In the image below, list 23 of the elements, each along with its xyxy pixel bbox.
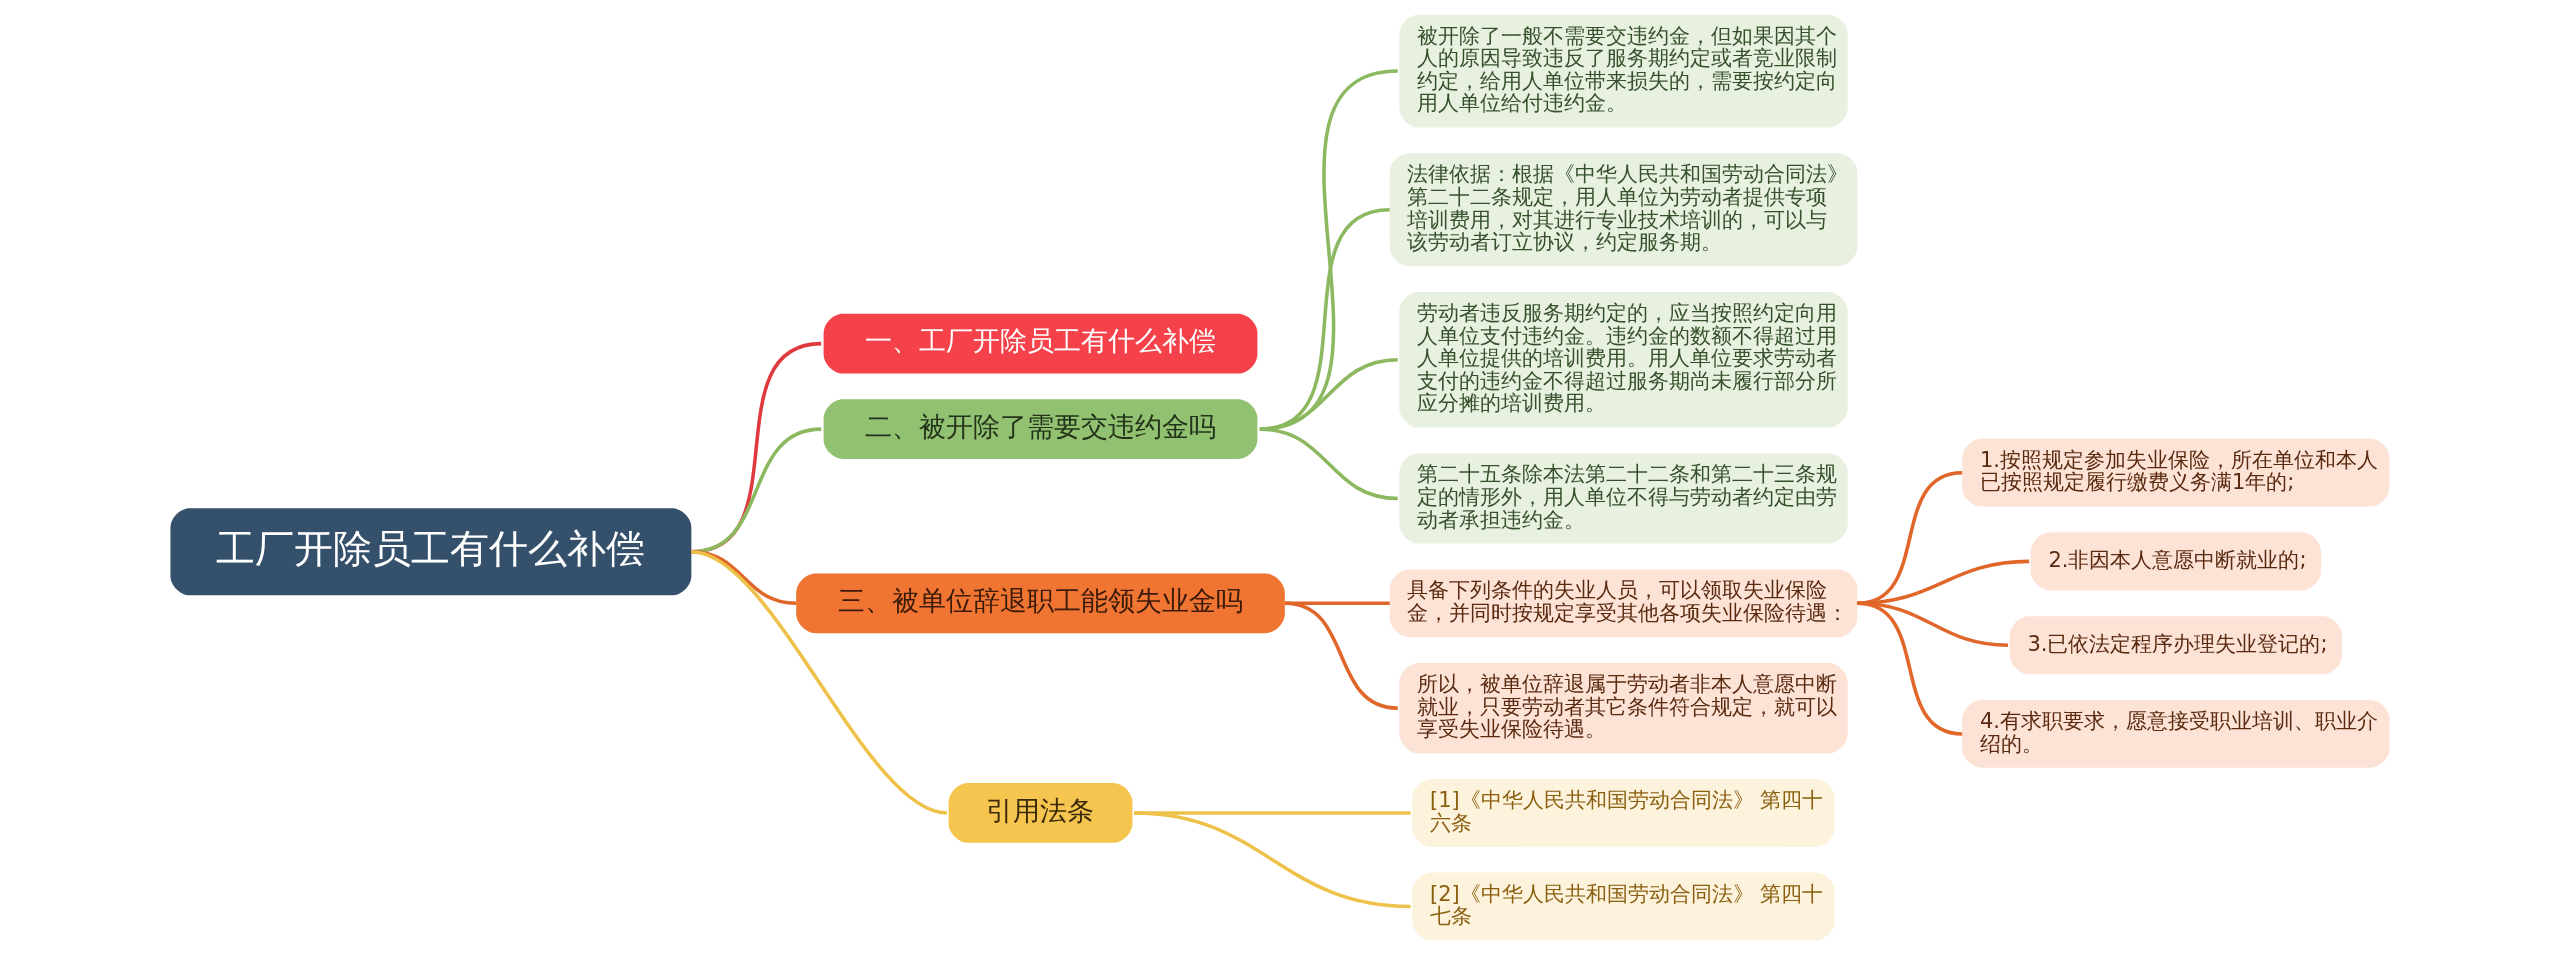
connector bbox=[1133, 811, 1411, 909]
connector bbox=[1259, 427, 1398, 501]
node-box: [2]《中华人民共和国劳动合同法》 第四十七条 bbox=[1412, 872, 1835, 941]
node-box: 工厂开除员工有什么补偿 bbox=[170, 508, 692, 596]
node-box: 三、被单位辞退职工能领失业金吗 bbox=[796, 573, 1285, 634]
node-box: 第二十五条除本法第二十二条和第二十三条规定的情形外，用人单位不得与劳动者约定由劳动者承担违约金。 bbox=[1399, 453, 1848, 544]
node-box: 法律依据：根据《中华人民共和国劳动合同法》第二十二条规定，用人单位为劳动者提供专项培训费用，对其进行专业技术培训的，可以与该劳动者订立协议，约定服务期。 bbox=[1389, 153, 1858, 267]
node-box: 所以，被单位辞退属于劳动者非本人意愿中断就业，只要劳动者其它条件符合规定，就可以享受失业保险待遇。 bbox=[1399, 662, 1848, 754]
node-box: 一、工厂开除员工有什么补偿 bbox=[823, 313, 1258, 374]
connector bbox=[1857, 559, 2030, 606]
connector bbox=[1857, 601, 1963, 736]
node-box: [1]《中华人民共和国劳动合同法》 第四十六条 bbox=[1412, 779, 1835, 847]
node-box: 4.有求职要求，愿意接受职业培训、职业介绍的。 bbox=[1962, 700, 2390, 768]
connector bbox=[690, 549, 948, 815]
node-box: 具备下列条件的失业人员，可以领取失业保险金，并同时按规定享受其他各项失业保险待遇： bbox=[1389, 569, 1858, 638]
node-box: 二、被开除了需要交违约金吗 bbox=[823, 399, 1258, 459]
connector bbox=[1284, 601, 1398, 710]
node-box: 2.非因本人意愿中断就业的; bbox=[2030, 532, 2321, 591]
node-box: 3.已依法定程序办理失业登记的; bbox=[2009, 616, 2342, 675]
node-box: 引用法条 bbox=[948, 783, 1133, 843]
node-box: 1.按照规定参加失业保险，所在单位和本人已按照规定履行缴费义务满1年的; bbox=[1962, 438, 2390, 507]
node-box: 劳动者违反服务期约定的，应当按照约定向用人单位支付违约金。违约金的数额不得超过用人单位提供的培训费用。用人单位要求劳动者支付的违约金不得超过服务期尚未履行部分所应分摊的培训费用。 bbox=[1399, 292, 1848, 428]
node-box: 被开除了一般不需要交违约金，但如果因其个人的原因导致违反了服务期约定或者竞业限制约定，给用人单位带来损失的，需要按约定向用人单位给付违约金。 bbox=[1399, 14, 1848, 128]
